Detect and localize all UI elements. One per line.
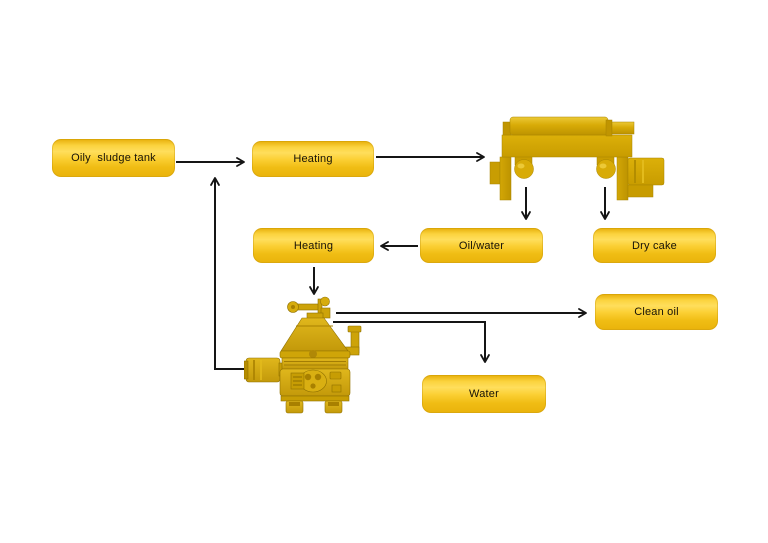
- decanter-right-leg: [616, 156, 629, 201]
- node-label: Heating: [293, 239, 334, 252]
- node-heating-top: Heating: [252, 141, 374, 177]
- decanter-left-leg: [499, 156, 512, 201]
- decanter-body: [489, 116, 665, 201]
- decanter-motor: [627, 157, 665, 186]
- node-label: Water: [469, 388, 499, 400]
- decanter-inlet-pipe: [489, 161, 501, 185]
- separator-motor: [245, 357, 281, 383]
- decanter-discharge-port-right: [596, 159, 616, 179]
- node-oil-water: Oil/water: [420, 228, 543, 263]
- node-water: Water: [422, 375, 546, 413]
- connector-separator-recycle-line: [210, 177, 248, 370]
- node-label: Clean oil: [634, 306, 679, 318]
- node-heating-mid: Heating: [253, 228, 374, 263]
- node-oily-sludge-tank: Oily sludge tank: [52, 139, 175, 177]
- decanter-discharge-port-left: [514, 159, 534, 179]
- separator-handwheel-top: [320, 296, 330, 307]
- node-clean-oil: Clean oil: [595, 294, 718, 330]
- separator-feed-pipe: [294, 303, 322, 311]
- node-label: Dry cake: [632, 239, 677, 252]
- connector-separator-to-water: [333, 321, 490, 363]
- node-dry-cake: Dry cake: [593, 228, 716, 263]
- decanter-frame: [501, 134, 633, 158]
- decanter-bowl: [509, 116, 609, 136]
- disc-separator-icon: [244, 296, 362, 414]
- decanter-motor-base: [627, 184, 654, 198]
- separator-hood: [280, 317, 349, 352]
- node-label: Heating: [293, 153, 333, 165]
- node-label: Oily sludge tank: [71, 152, 156, 164]
- decanter-drive-pipe: [611, 121, 635, 135]
- separator-body: [244, 296, 362, 414]
- node-label: Oil/water: [458, 239, 505, 252]
- decanter-centrifuge-icon: [489, 116, 665, 201]
